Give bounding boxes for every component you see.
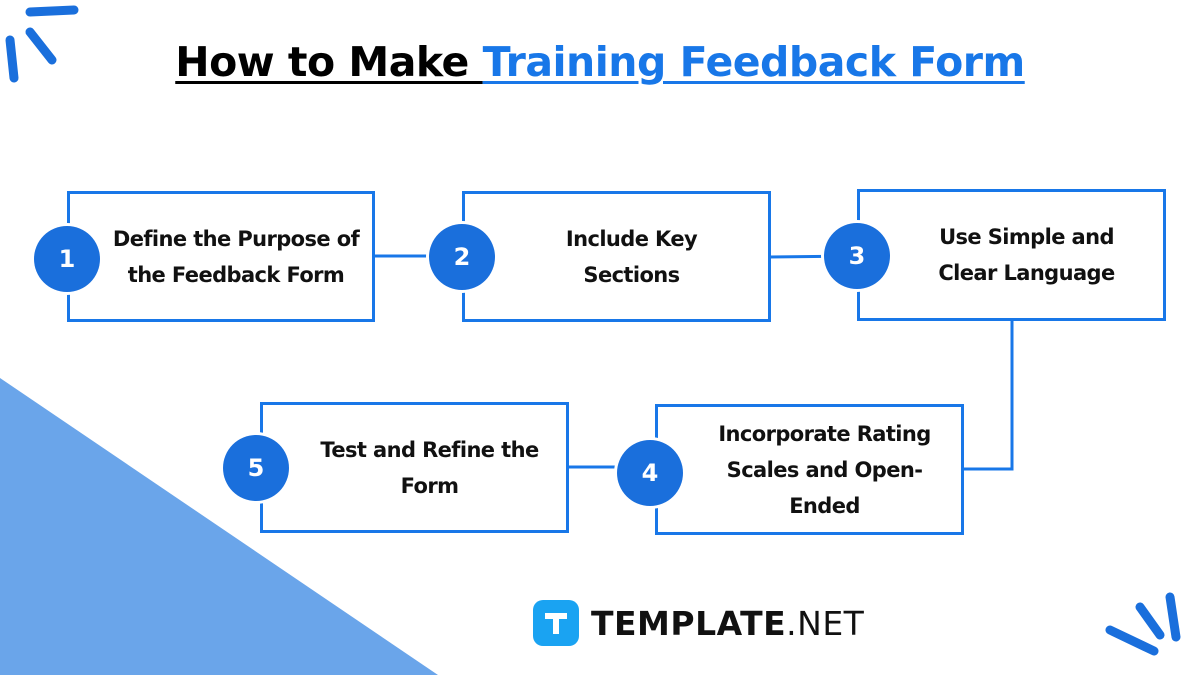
logo-brand: TEMPLATE <box>591 603 787 643</box>
step-number-5: 5 <box>223 435 289 501</box>
step-number-3: 3 <box>824 223 890 289</box>
step-number-4: 4 <box>617 440 683 506</box>
step-number-1: 1 <box>34 226 100 292</box>
step-label-5: Test and Refine the Form <box>320 437 539 498</box>
step-box-1: Define the Purpose of the Feedback Form <box>67 191 375 322</box>
step-label-4: Incorporate Rating Scales and Open-Ended <box>718 421 931 518</box>
step-box-3: Use Simple and Clear Language <box>857 189 1166 321</box>
step-number-2: 2 <box>429 224 495 290</box>
title-prefix: How to Make <box>175 38 483 86</box>
page-title: How to Make Training Feedback Form <box>0 38 1200 86</box>
sparkle-decoration-bottom-right <box>1105 592 1181 656</box>
template-net-logo: TEMPLATE.NET <box>533 599 864 647</box>
step-label-1: Define the Purpose of the Feedback Form <box>112 226 360 287</box>
logo-suffix: .NET <box>786 603 865 643</box>
template-t-icon <box>533 600 579 646</box>
step-box-2: Include Key Sections <box>462 191 771 322</box>
step-box-4: Incorporate Rating Scales and Open-Ended <box>655 404 964 535</box>
step-label-2: Include Key Sections <box>565 226 698 287</box>
connector-3-4 <box>962 319 1014 471</box>
title-highlight: Training Feedback Form <box>482 38 1026 86</box>
step-box-5: Test and Refine the Form <box>260 402 569 533</box>
logo-wordmark: TEMPLATE.NET <box>591 604 864 643</box>
step-label-3: Use Simple and Clear Language <box>938 225 1115 285</box>
